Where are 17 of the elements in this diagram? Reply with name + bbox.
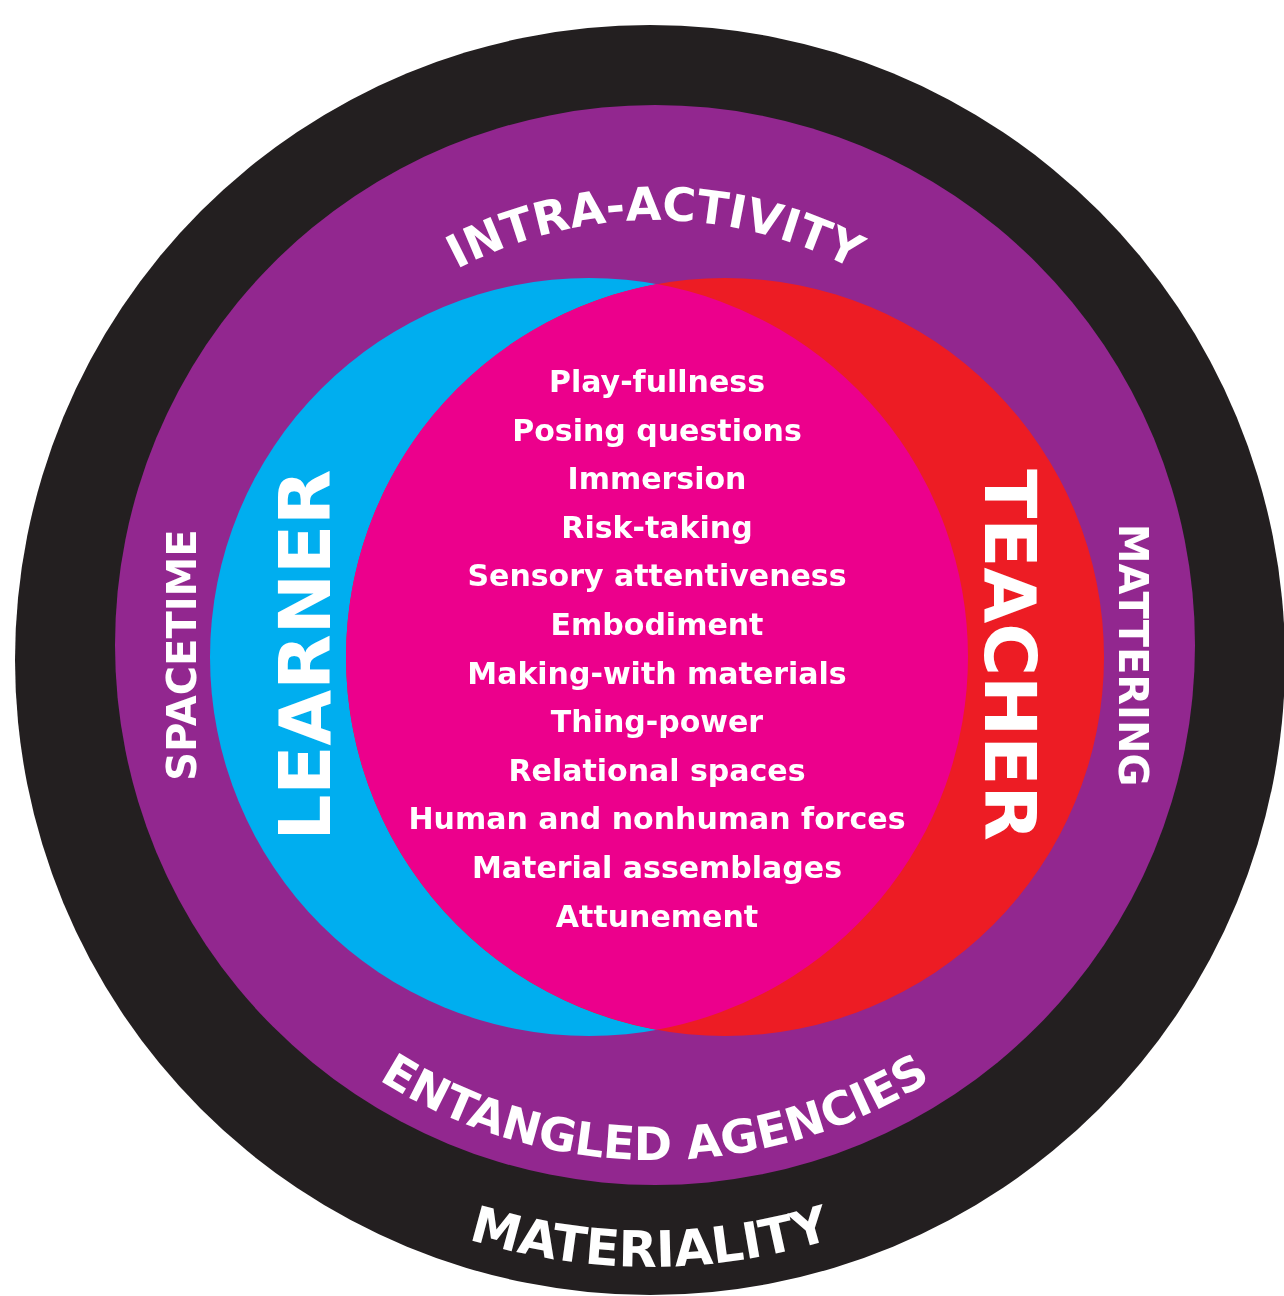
list-item: Relational spaces	[508, 751, 806, 790]
list-item: Making-with materials	[467, 654, 847, 693]
list-item: Material assemblages	[471, 849, 843, 887]
list-item: Risk-taking	[561, 508, 753, 547]
list-item: Sensory attentiveness	[467, 557, 847, 596]
ring-label: SPACETIME	[159, 529, 205, 781]
circle-label: TEACHER	[968, 469, 1052, 841]
ring-label: MATERIALITY	[464, 1194, 836, 1280]
list-item: Play-fullness	[549, 363, 765, 401]
list-item: Embodiment	[550, 606, 764, 644]
list-item: Human and nonhuman forces	[408, 800, 906, 839]
circle-label: LEARNER	[263, 469, 347, 841]
list-item: Thing-power	[550, 703, 764, 742]
ring-label: MATTERING	[1110, 523, 1156, 787]
list-item: Immersion	[567, 460, 747, 499]
list-item: Attunement	[555, 897, 759, 936]
list-item: Posing questions	[512, 411, 802, 450]
